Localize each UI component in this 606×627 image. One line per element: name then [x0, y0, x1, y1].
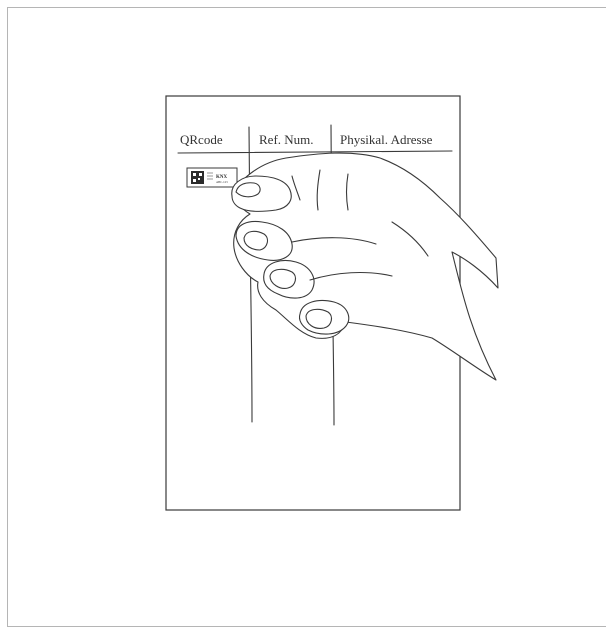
label-sub-text: ABC-123: [216, 180, 228, 184]
hand-applying-qr-label-illustration: QRcode Ref. Num. Physikal. Adresse KNX A…: [0, 0, 606, 594]
ring-finger: [299, 301, 348, 335]
column-header-qrcode: QRcode: [180, 132, 223, 147]
column-header-physical-address: Physikal. Adresse: [340, 132, 433, 147]
qr-label-sticker: KNX ABC-123: [187, 168, 237, 187]
column-header-ref-num: Ref. Num.: [259, 132, 314, 147]
qr-code-icon: [191, 171, 204, 184]
thumb: [232, 176, 291, 211]
